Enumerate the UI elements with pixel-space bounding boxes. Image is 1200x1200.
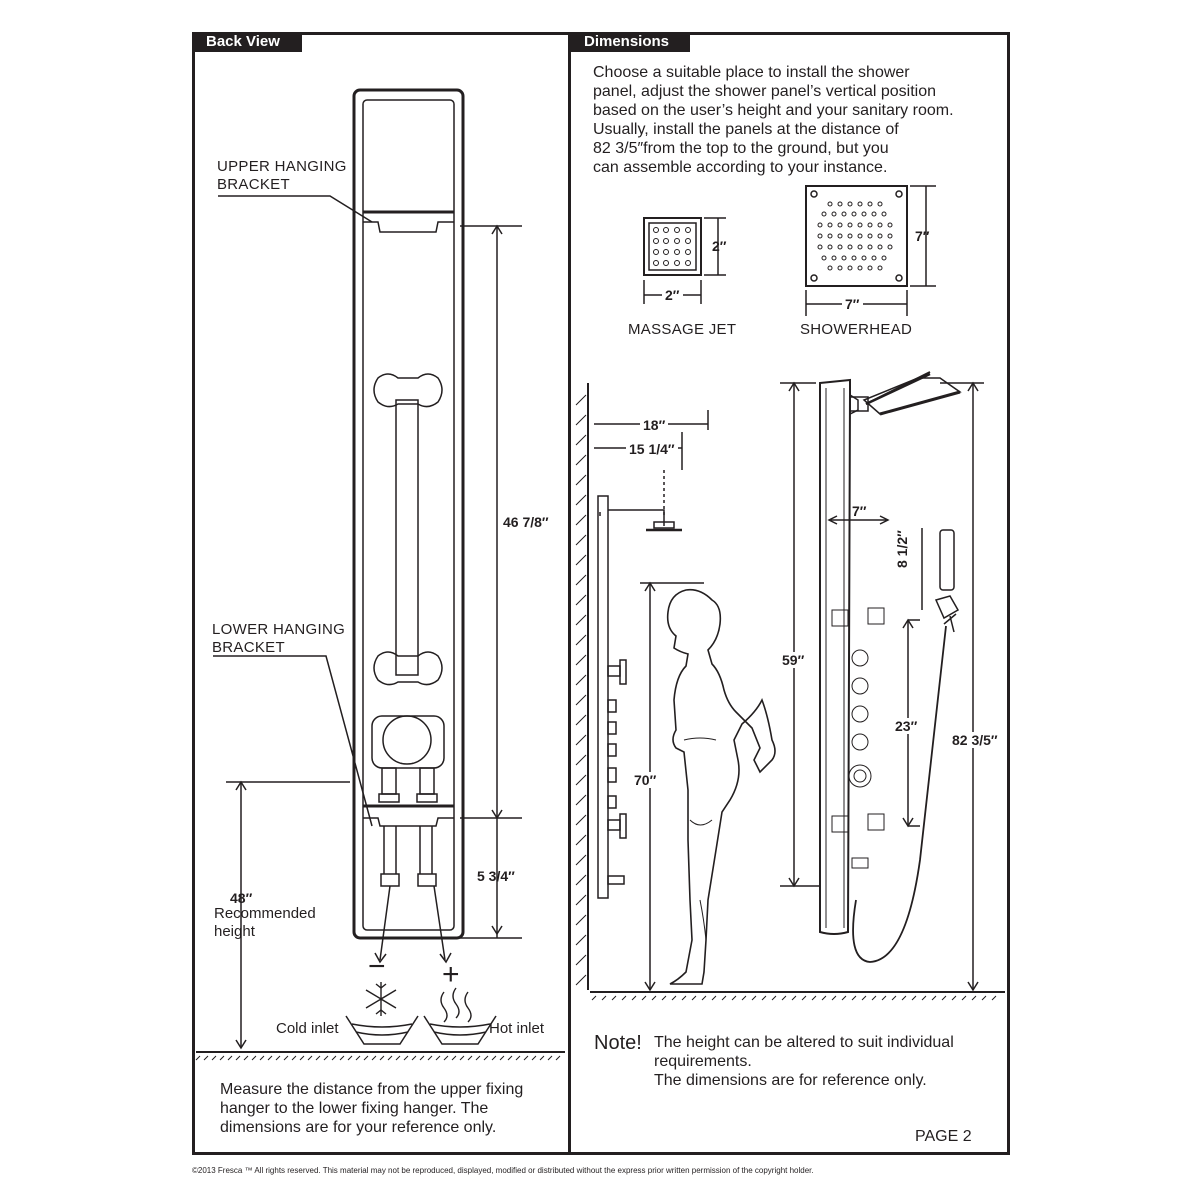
dim-bracket-span: 46 7/8″ [503,514,549,530]
massage-jet-height: 2″ [712,238,727,254]
showerhead-height: 7″ [915,228,930,244]
lower-bracket-label: LOWER HANGING BRACKET [212,621,346,656]
side-panel [597,495,682,899]
showerhead-drawing [805,185,936,316]
panel-back-pipes [371,373,445,887]
upper-bracket-leader [218,195,373,223]
copyright-notice: ©2013 Fresca ™ All rights reserved. This… [192,1166,814,1175]
showerhead-label: SHOWERHEAD [800,321,913,338]
recommended-height-label: Recommended height [214,905,316,940]
snowflake-icon [365,982,397,1016]
showerhead-width: 7″ [842,296,863,312]
wall [575,383,589,990]
measure-note: Measure the distance from the upper fixi… [220,1081,524,1136]
column-divider [568,32,571,1155]
person-silhouette [666,588,776,985]
dim-lower-segment: 5 3/4″ [477,868,515,884]
dim-82: 82 3/5″ [952,732,998,748]
dim-70: 70″ [634,772,657,788]
lower-bracket-leader [213,655,373,827]
cold-basin [345,1015,419,1045]
dim-8-half: 8 1/2″ [894,530,910,568]
hot-plus-sign: + [442,958,460,991]
install-intro: Choose a suitable place to install the s… [593,64,954,176]
page-number: PAGE 2 [915,1128,972,1145]
dim-23: 23″ [895,718,918,734]
dim-59: 59″ [782,652,805,668]
note-label: Note! [594,1032,642,1054]
dimensions-tab: Dimensions [570,32,690,52]
massage-jet-drawing [643,217,726,304]
dim-back-48 [226,780,350,1050]
massage-jet-width: 2″ [662,287,683,303]
hot-basin [423,1015,497,1045]
hot-inlet-label: Hot inlet [489,1020,545,1037]
dim-recommended: 48″ [230,890,253,906]
dim-7-panel: 7″ [852,503,867,519]
panel-back-outline [352,88,465,940]
massage-jet-label: MASSAGE JET [628,321,737,338]
cold-inlet-label: Cold inlet [276,1020,339,1037]
dim-back-5 [460,818,522,939]
dim-front-lines [780,381,984,992]
steam-icon [440,987,472,1023]
dim-18: 18″ [640,417,669,433]
back-view-tab: Back View [192,32,302,52]
upper-bracket-label: UPPER HANGING BRACKET [217,158,347,193]
front-panel [819,371,962,963]
note-text: The height can be altered to suit indivi… [654,1034,954,1089]
cold-minus-sign: − [368,950,386,983]
dim-70-lines [640,581,704,992]
dim-15-quarter: 15 1/4″ [626,441,678,457]
